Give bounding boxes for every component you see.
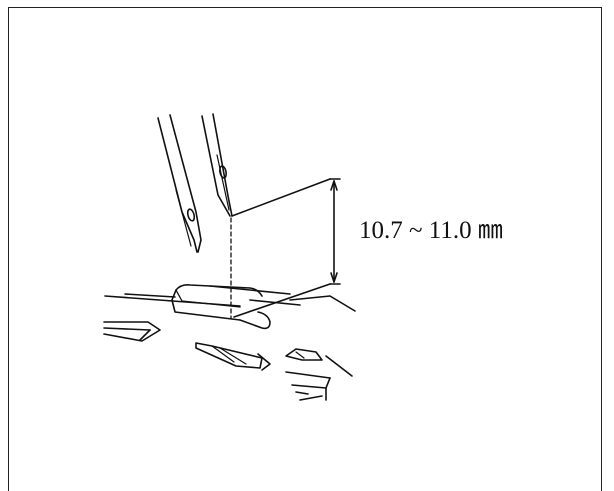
dimension-arrow-top <box>330 180 338 191</box>
needle-plate <box>103 284 356 401</box>
dimension-lines <box>230 178 341 319</box>
left-needle <box>157 114 202 253</box>
right-needle <box>201 113 233 217</box>
dimension-arrow-bottom <box>330 272 338 283</box>
dimension-label: 10.7 ~ 11.0 ㎜ <box>359 217 503 244</box>
figure-frame <box>8 7 602 491</box>
